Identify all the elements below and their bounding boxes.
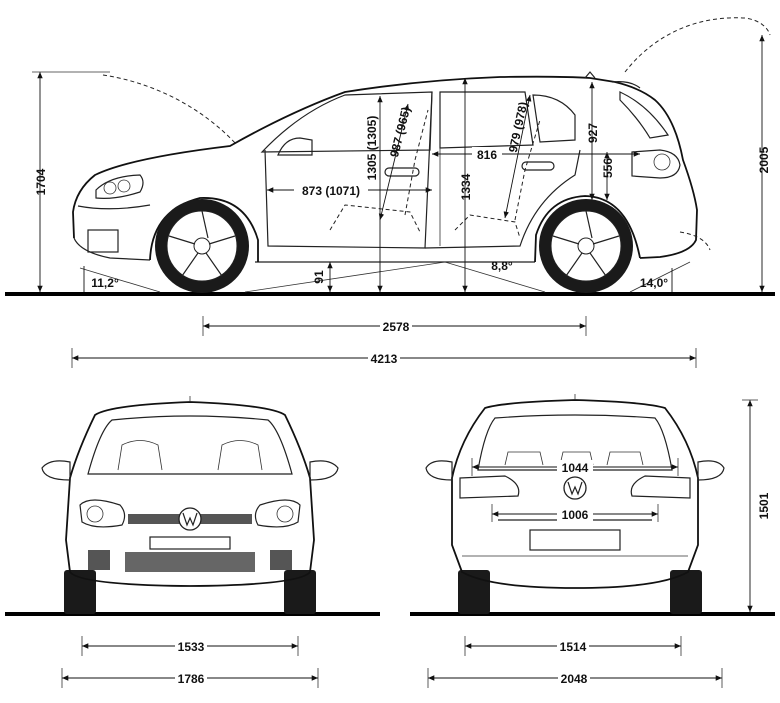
fog-lamp-grille bbox=[87, 229, 119, 253]
left-mirror bbox=[41, 460, 71, 481]
front-headroom-label: 1305 (1305) bbox=[365, 116, 379, 181]
rear-left-mirror bbox=[425, 460, 453, 481]
boot-width-bottom-label-bg bbox=[557, 507, 593, 521]
approach-angle-line bbox=[79, 267, 161, 293]
front-seat-outline bbox=[329, 204, 421, 233]
front-window bbox=[260, 91, 433, 153]
front-width-label: 1786 bbox=[178, 672, 205, 686]
rear-right-tyre bbox=[670, 570, 702, 614]
rear-right-tail-light bbox=[630, 475, 691, 499]
ramp-angle-line bbox=[244, 261, 546, 293]
front-wheel bbox=[155, 199, 249, 293]
rear-quarter-window bbox=[532, 94, 576, 143]
front-door-line bbox=[264, 91, 433, 249]
headlight-lens bbox=[103, 181, 117, 195]
boot-opening-label: 927 bbox=[586, 123, 600, 143]
right-fog-grille bbox=[270, 550, 292, 570]
departure-angle-line bbox=[629, 261, 691, 293]
interior-length-label: 816 bbox=[477, 148, 497, 162]
front-wheel-arch bbox=[149, 197, 259, 262]
vw-logo-front bbox=[182, 512, 198, 527]
front-seat-right bbox=[217, 440, 263, 471]
height-label: 1704 bbox=[34, 168, 48, 195]
number-plate-front bbox=[149, 536, 231, 550]
bumper-crease bbox=[77, 204, 151, 210]
length-label-bg bbox=[368, 351, 400, 365]
rear-track-label: 1514 bbox=[560, 640, 587, 654]
interior-length-label-bg bbox=[472, 147, 502, 161]
right-headlight bbox=[254, 499, 301, 528]
boot-width-bottom-label: 1006 bbox=[562, 508, 589, 522]
rear-headrest-right bbox=[606, 451, 644, 466]
tail-light-lens bbox=[653, 153, 671, 171]
car-body-outline bbox=[72, 75, 698, 259]
rear-width-label-bg bbox=[558, 671, 590, 685]
front-legroom-label: 873 (1071) bbox=[302, 184, 360, 198]
ramp-angle-label: 8,8° bbox=[491, 259, 513, 273]
length-label: 4213 bbox=[371, 352, 398, 366]
open-bonnet-line bbox=[102, 74, 238, 146]
vw-logo-rear bbox=[567, 481, 583, 496]
roof-height-label: 1334 bbox=[459, 173, 473, 200]
rear-left-tail-light bbox=[459, 475, 520, 499]
boot-width-top-label-bg bbox=[557, 460, 593, 474]
rear-right-mirror bbox=[697, 460, 725, 481]
rear-wheel bbox=[539, 199, 633, 293]
approach-angle-label: 11,2° bbox=[91, 276, 119, 290]
boot-width-top-label: 1044 bbox=[562, 461, 589, 475]
rear-track-label-bg bbox=[557, 639, 589, 653]
left-headlight bbox=[79, 499, 126, 528]
rear-door-line bbox=[424, 149, 581, 249]
right-headlight-lens bbox=[276, 505, 294, 523]
wheelbase-label: 2578 bbox=[383, 320, 410, 334]
side-view bbox=[5, 17, 775, 368]
lower-grille bbox=[125, 552, 255, 572]
roof-antenna bbox=[584, 71, 596, 79]
open-height-label: 2005 bbox=[757, 146, 771, 173]
windscreen bbox=[87, 415, 293, 475]
rear-left-tyre bbox=[458, 570, 490, 614]
rear-screen bbox=[619, 91, 670, 139]
front-track-label-bg bbox=[175, 639, 207, 653]
rear-height-label: 1501 bbox=[757, 492, 771, 519]
front-seat-left bbox=[117, 440, 163, 471]
right-mirror bbox=[309, 460, 339, 481]
rear-wheel-arch bbox=[534, 195, 641, 263]
front-right-tyre bbox=[284, 570, 316, 614]
headlight-lens bbox=[117, 179, 131, 193]
front-track-label: 1533 bbox=[178, 640, 205, 654]
front-door-handle bbox=[384, 167, 420, 177]
rear-body-outline bbox=[451, 399, 699, 589]
number-plate-rear bbox=[529, 529, 621, 551]
side-view-labels: 1704 2005 1305 (1305) 987 (965) 1334 979… bbox=[34, 101, 771, 366]
open-tailgate-bottom bbox=[679, 231, 711, 251]
open-tailgate-line bbox=[624, 17, 771, 73]
front-left-tyre bbox=[64, 570, 96, 614]
roof-spoiler bbox=[611, 81, 641, 89]
wheelbase-label-bg bbox=[380, 319, 412, 333]
rear-width-label: 2048 bbox=[561, 672, 588, 686]
front-view: 1533 1786 bbox=[5, 396, 380, 688]
headlight bbox=[95, 174, 144, 199]
tail-light bbox=[631, 149, 681, 179]
rear-view: 1044 1006 1501 1514 2048 bbox=[410, 394, 775, 688]
rear-headrest-centre bbox=[559, 451, 594, 466]
side-mirror bbox=[277, 137, 313, 156]
rear-window bbox=[477, 414, 673, 471]
departure-angle-label: 14,0° bbox=[640, 276, 668, 290]
front-legroom-label-bg bbox=[294, 183, 368, 197]
left-fog-grille bbox=[88, 550, 110, 570]
front-bumper-lower bbox=[73, 237, 151, 261]
front-width-label-bg bbox=[175, 671, 207, 685]
ground-clearance-label: 91 bbox=[312, 270, 326, 284]
front-body-outline bbox=[65, 401, 315, 587]
left-headlight-lens bbox=[86, 505, 104, 523]
front-seat-height-dim-line bbox=[378, 103, 410, 221]
rear-headrest-left bbox=[504, 451, 544, 466]
load-sill-label: 556 bbox=[601, 158, 615, 178]
